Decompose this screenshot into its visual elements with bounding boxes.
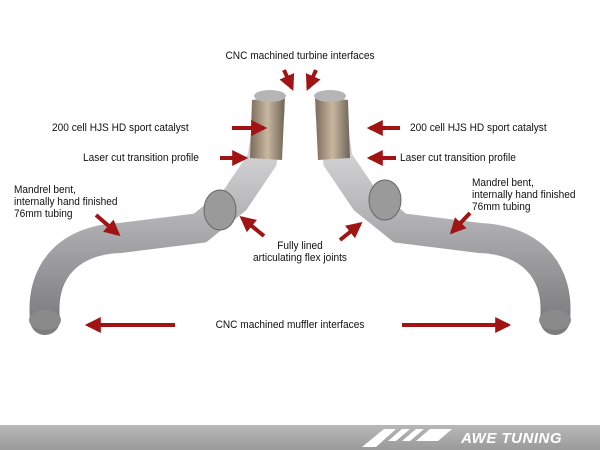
right-downpipe <box>314 90 571 335</box>
awe-logo-mark <box>362 429 452 447</box>
left-downpipe <box>29 90 286 335</box>
label-transition-right: Laser cut transition profile <box>400 152 516 164</box>
label-muffler-interfaces: CNC machined muffler interfaces <box>215 319 365 331</box>
label-transition-left: Laser cut transition profile <box>83 152 199 164</box>
label-catalyst-left: 200 cell HJS HD sport catalyst <box>52 122 189 134</box>
label-line: articulating flex joints <box>253 252 347 264</box>
label-line: internally hand finished <box>472 189 576 201</box>
brand-wordmark: AWE TUNING <box>461 430 562 447</box>
label-mandrel-left: Mandrel bent, internally hand finished 7… <box>14 184 118 220</box>
label-line: Mandrel bent, <box>472 177 534 189</box>
label-catalyst-right: 200 cell HJS HD sport catalyst <box>410 122 547 134</box>
callout-arrows <box>84 69 512 333</box>
label-line: 76mm tubing <box>14 208 73 220</box>
label-turbine-interfaces: CNC machined turbine interfaces <box>225 50 375 62</box>
label-line: 76mm tubing <box>472 201 531 213</box>
label-line: Fully lined <box>277 240 323 252</box>
label-line: Mandrel bent, <box>14 184 76 196</box>
label-mandrel-right: Mandrel bent, internally hand finished 7… <box>472 177 576 213</box>
footer-bar: AWE TUNING <box>0 425 600 450</box>
label-line: internally hand finished <box>14 196 118 208</box>
label-flex-joints: Fully lined articulating flex joints <box>226 240 373 264</box>
